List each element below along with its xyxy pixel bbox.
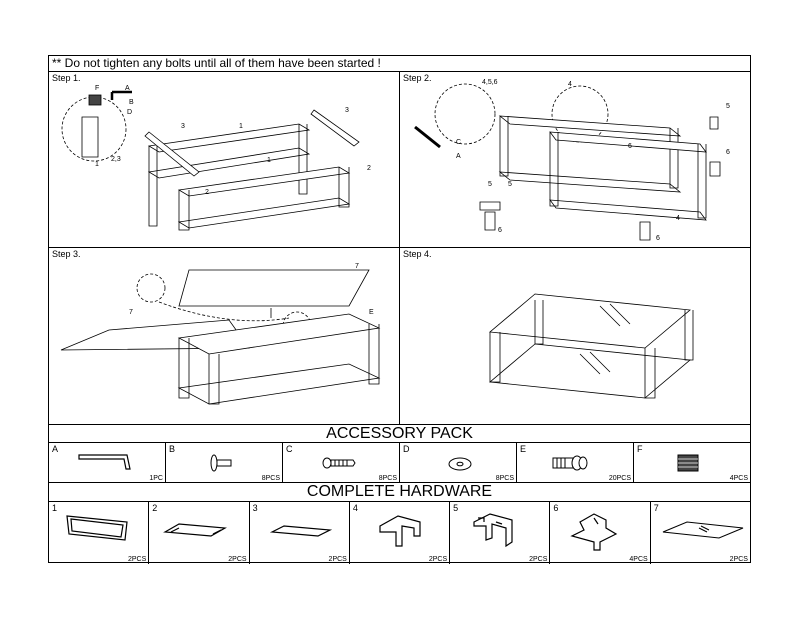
callout-step3-E: E bbox=[369, 309, 374, 316]
accessory-item-B: B 8PCS bbox=[166, 443, 283, 483]
complete-hardware-title: COMPLETE HARDWARE bbox=[49, 482, 750, 502]
item-id: F bbox=[637, 444, 643, 454]
item-qty: 8PCS bbox=[378, 475, 397, 482]
short-rail-icon bbox=[269, 525, 332, 537]
long-frame-icon bbox=[66, 515, 128, 541]
tee-bracket-icon bbox=[570, 513, 618, 551]
item-id: 5 bbox=[453, 503, 459, 513]
item-id: 6 bbox=[553, 503, 559, 513]
callout-step3-7b: 7 bbox=[129, 309, 133, 316]
hardware-item-5: 5 2PCS bbox=[450, 502, 551, 564]
step-4-panel: Step 4. bbox=[400, 248, 751, 424]
callout-step1-1a: 1 bbox=[239, 123, 243, 130]
callout-step2-4a: 4 bbox=[568, 81, 572, 88]
screw-icon bbox=[322, 457, 356, 469]
item-qty: 1PC bbox=[149, 475, 163, 482]
item-id: 1 bbox=[52, 503, 58, 513]
callout-step2-A: A bbox=[456, 153, 461, 160]
hardware-item-6: 6 4PCS bbox=[550, 502, 651, 564]
washer-icon bbox=[448, 457, 472, 471]
step-4-label: Step 4. bbox=[403, 249, 432, 259]
bolt-icon bbox=[210, 454, 232, 472]
step-3-panel: Step 3. 7 7 E bbox=[49, 248, 400, 424]
foot-pad-icon bbox=[677, 454, 699, 472]
callout-step1-B: B bbox=[129, 99, 134, 106]
item-qty: 2PCS bbox=[529, 556, 548, 563]
callout-step2-6b: 6 bbox=[726, 149, 730, 156]
accessory-item-A: A 1PC bbox=[49, 443, 166, 483]
accessory-item-E: E 20PCS bbox=[517, 443, 634, 483]
callout-step1-1c: 1 bbox=[95, 161, 99, 168]
step-1-drawing: F A B D 3 1 3 1 2 2 2,3 1 bbox=[61, 85, 371, 231]
step-3-label: Step 3. bbox=[52, 249, 81, 259]
instruction-sheet: ** Do not tighten any bolts until all of… bbox=[48, 55, 751, 564]
callout-step2-456: 4,5,6 bbox=[482, 79, 498, 86]
item-qty: 20PCS bbox=[608, 475, 631, 482]
item-qty: 2PCS bbox=[328, 556, 347, 563]
hardware-item-2: 2 2PCS bbox=[149, 502, 250, 564]
accessory-item-F: F 4PCS bbox=[634, 443, 750, 483]
item-qty: 4PCS bbox=[729, 475, 748, 482]
callout-step2-5c: 5 bbox=[508, 181, 512, 188]
callout-step2-5b: 5 bbox=[726, 103, 730, 110]
item-id: C bbox=[286, 444, 293, 454]
callout-step2-6c: 6 bbox=[498, 227, 502, 234]
callout-step1-F: F bbox=[95, 85, 99, 92]
hardware-item-7: 7 2PCS bbox=[651, 502, 750, 564]
item-id: 3 bbox=[252, 503, 258, 513]
item-id: A bbox=[52, 444, 59, 454]
hex-key-icon bbox=[78, 454, 131, 470]
callout-step1-3b: 3 bbox=[345, 107, 349, 114]
item-qty: 2PCS bbox=[127, 556, 147, 563]
hardware-item-4: 4 2PCS bbox=[350, 502, 451, 564]
callout-step1-A: A bbox=[125, 85, 130, 92]
glass-panel-icon bbox=[662, 521, 743, 539]
callout-step2-C: C bbox=[456, 139, 461, 146]
corner-bracket-icon bbox=[379, 515, 421, 547]
step-3-drawing: 7 7 E bbox=[60, 263, 381, 405]
item-qty: 8PCS bbox=[495, 475, 514, 482]
step-1-label: Step 1. bbox=[52, 73, 81, 83]
short-rail-icon bbox=[163, 523, 228, 537]
step-1-panel: Step 1. F A B D 3 1 bbox=[49, 72, 400, 248]
callout-step2-6a: 6 bbox=[628, 143, 632, 150]
assembly-steps: Step 1. F A B D 3 1 bbox=[49, 72, 751, 479]
accessory-pack-title: ACCESSORY PACK bbox=[49, 424, 750, 443]
accessory-item-D: D 8PCS bbox=[400, 443, 517, 483]
step-4-drawing bbox=[489, 293, 694, 399]
callout-step1-2a: 2 bbox=[367, 165, 371, 172]
item-id: 7 bbox=[653, 503, 659, 513]
item-qty: 2PCS bbox=[729, 556, 748, 563]
step-2-label: Step 2. bbox=[403, 73, 432, 83]
callout-step1-2b: 2 bbox=[205, 189, 209, 196]
item-qty: 8PCS bbox=[261, 475, 280, 482]
complete-hardware-row: 1 2PCS 2 2PCS 3 2PCS 4 bbox=[49, 502, 750, 564]
callout-step2-4b: 4 bbox=[676, 215, 680, 222]
glass-support-icon bbox=[552, 455, 588, 471]
callout-step1-23: 2,3 bbox=[111, 156, 121, 163]
accessory-item-C: C 8PCS bbox=[283, 443, 400, 483]
step-2-panel: Step 2. 4,5,6 4 C A 5 6 5 6 5 bbox=[400, 72, 751, 248]
corner-bracket-icon bbox=[473, 513, 513, 548]
callout-step1-1b: 1 bbox=[267, 157, 271, 164]
hardware-item-3: 3 2PCS bbox=[250, 502, 350, 564]
step-2-drawing: 4,5,6 4 C A 5 6 5 6 5 6 4 6 bbox=[414, 79, 730, 242]
callout-step2-5a: 5 bbox=[488, 181, 492, 188]
callout-step3-7a: 7 bbox=[355, 263, 359, 270]
item-qty: 4PCS bbox=[629, 556, 648, 563]
item-id: 2 bbox=[152, 503, 158, 513]
accessory-pack-row: A 1PC B 8PCS C 8PCS D bbox=[49, 443, 750, 483]
item-id: 4 bbox=[352, 503, 358, 513]
callout-step1-D: D bbox=[127, 109, 132, 116]
item-qty: 2PCS bbox=[428, 556, 448, 563]
callout-step1-3a: 3 bbox=[181, 123, 185, 130]
callout-step2-6d: 6 bbox=[656, 235, 660, 242]
item-id: E bbox=[520, 444, 527, 454]
warning-text: ** Do not tighten any bolts until all of… bbox=[49, 56, 750, 72]
item-id: D bbox=[403, 444, 410, 454]
hardware-item-1: 1 2PCS bbox=[49, 502, 150, 564]
item-id: B bbox=[169, 444, 176, 454]
item-qty: 2PCS bbox=[228, 556, 247, 563]
